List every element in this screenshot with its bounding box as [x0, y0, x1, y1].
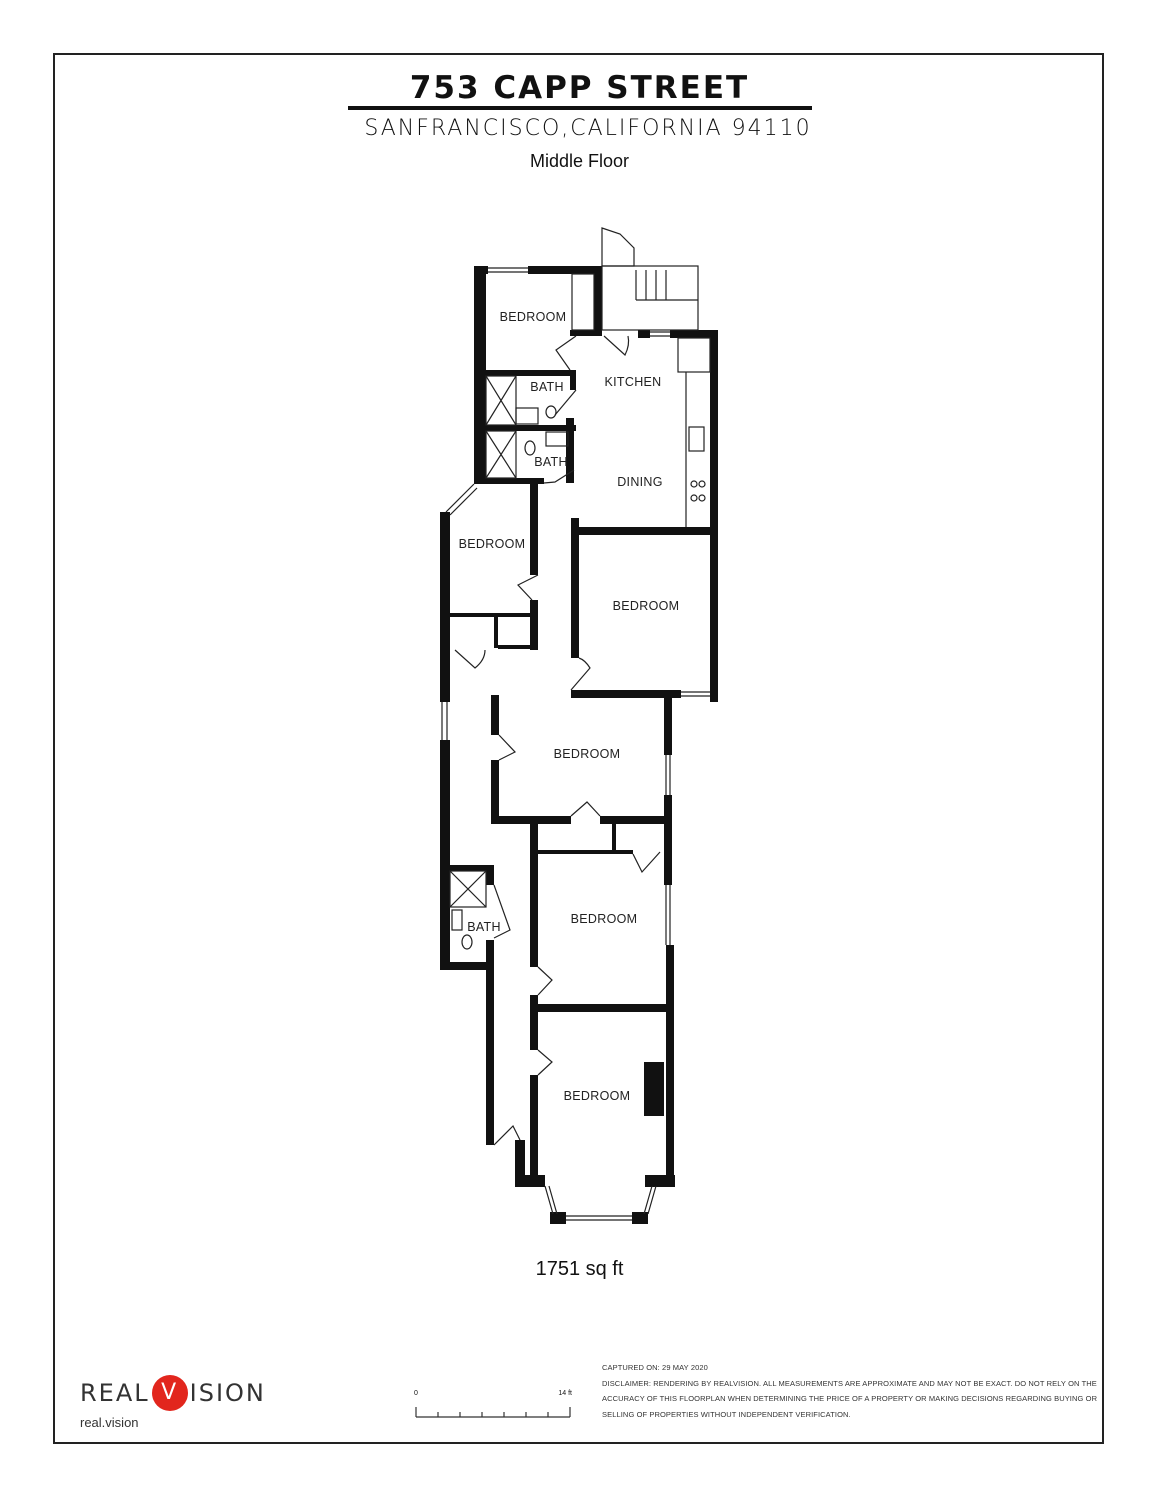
disclaimer-text: DISCLAIMER: RENDERING BY REALVISION. ALL…	[602, 1378, 1098, 1419]
walls	[440, 266, 718, 1224]
room-label: BATH	[467, 920, 501, 934]
room-label: BEDROOM	[554, 747, 621, 761]
brand-left: REAL	[80, 1379, 150, 1407]
fixtures-and-doors	[441, 227, 711, 1221]
scale-bar: 0 14 ft	[412, 1390, 572, 1420]
room-label: DINING	[617, 475, 663, 489]
room-labels: BEDROOM BATH KITCHEN BATH DINING BEDROOM…	[459, 310, 680, 1103]
scale-ruler	[415, 1407, 571, 1418]
floor-label: Middle Floor	[529, 151, 630, 171]
room-label: KITCHEN	[605, 375, 662, 389]
disclaimer-block: CAPTURED ON: 29 MAY 2020 DISCLAIMER: REN…	[602, 1360, 1102, 1422]
room-label: BEDROOM	[613, 599, 680, 613]
page-frame	[53, 53, 1104, 1444]
property-title: 753 CAPP STREET	[409, 70, 750, 106]
property-address: SANFRANCISCO,CALIFORNIA 94110	[364, 116, 812, 141]
scale-start: 0	[414, 1390, 418, 1397]
realvision-logo: REAL V ISION	[80, 1375, 266, 1411]
room-label: BEDROOM	[564, 1089, 631, 1103]
brand-right: ISION	[189, 1379, 266, 1407]
room-label: BATH	[534, 455, 568, 469]
scale-end: 14 ft	[558, 1390, 572, 1397]
brand-v-circle-icon: V	[151, 1375, 188, 1411]
title-underline	[348, 106, 812, 110]
room-label: BEDROOM	[459, 537, 526, 551]
total-area: 1751 sq ft	[535, 1258, 624, 1280]
captured-date: CAPTURED ON: 29 MAY 2020	[602, 1363, 708, 1372]
room-label: BATH	[530, 380, 564, 394]
website-text: real.vision	[80, 1415, 139, 1430]
room-label: BEDROOM	[571, 912, 638, 926]
room-label: BEDROOM	[500, 310, 567, 324]
